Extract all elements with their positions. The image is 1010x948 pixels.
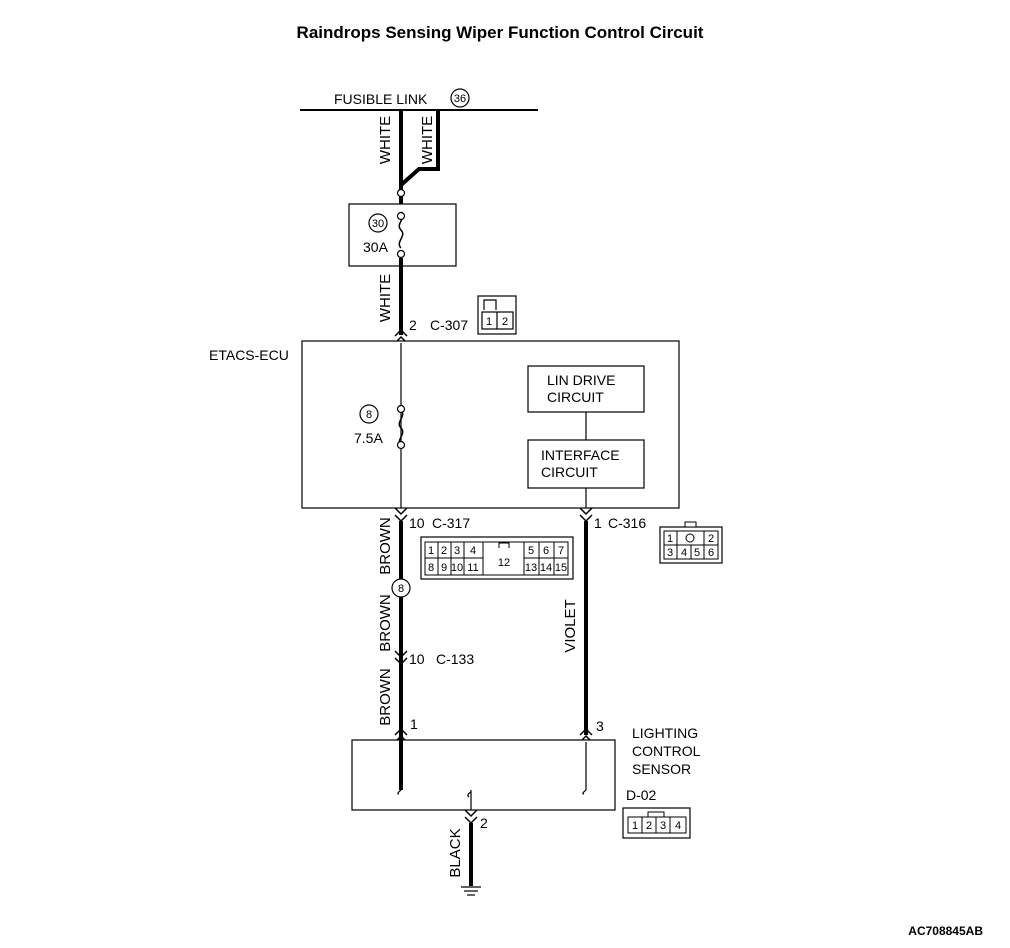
c133-name: C-133 [436,651,474,667]
etacs-ecu-label: ETACS-ECU [209,347,289,363]
wire-label-violet: VIOLET [562,599,579,652]
c317-pin-5: 5 [528,545,534,557]
sensor-label-line1: LIGHTING [632,725,698,741]
white-wires-top: WHITE WHITE [377,110,440,187]
d02-pin-1: 1 [632,820,638,832]
wire-label-black: BLACK [447,828,464,877]
interface-circuit-box [527,439,645,489]
black-ground-wire: 2 BLACK [447,790,488,896]
fusible-link-number-circle [450,88,470,108]
d02-pin-3: 3 [660,820,666,832]
c317-pin-7: 7 [558,545,564,557]
c317-pin-2: 2 [441,545,447,557]
c316-pin-6: 6 [708,547,714,559]
wire-label-white-lower: WHITE [377,274,394,322]
c307-pin: 2 [409,317,417,333]
wire-label-brown-2: BROWN [377,594,394,652]
etacs-ecu: ETACS-ECU 8 7.5A LIN DRIVE CIRCUIT INTER… [209,340,680,509]
fuse-8-rating: 7.5A [354,430,383,446]
c316-pin-1: 1 [667,533,673,545]
white-wire-lower: WHITE 2 C-307 [377,258,468,344]
junction-8-number: 8 [398,583,404,595]
c316-pin: 1 [594,515,602,531]
d02-connector: D-02 1 2 3 4 [622,787,691,839]
fuse-30-number-circle [368,213,388,233]
c316-pin-4: 4 [681,547,687,559]
c317-name: C-317 [432,515,470,531]
c317-pin-9: 9 [441,562,447,574]
lighting-control-sensor: LIGHTING CONTROL SENSOR [351,725,701,811]
c317-connector-icon: 1 2 3 4 5 6 7 8 9 10 11 12 13 14 15 [420,536,574,580]
wire-label-brown-1: BROWN [377,517,394,575]
fusible-link: FUSIBLE LINK 36 [300,88,538,111]
junction-8-circle [391,578,411,598]
lin-drive-line1: LIN DRIVE [547,372,615,388]
c317-pin-4: 4 [470,545,476,557]
c317-pin-10: 10 [451,562,463,574]
interface-line2: CIRCUIT [541,464,598,480]
c317-pin: 10 [409,515,425,531]
fusible-link-number: 36 [454,93,466,105]
c133-pin: 10 [409,651,425,667]
c316-pin-3: 3 [667,547,673,559]
c317-pin-11: 11 [467,562,478,574]
c316-name: C-316 [608,515,646,531]
c317-connection: 10 C-317 [394,507,470,531]
c316-pin-5: 5 [694,547,700,559]
fuse-30: 30 30A [348,185,457,267]
sensor-box [351,739,616,811]
interface-line1: INTERFACE [541,447,620,463]
c317-pin-14: 14 [540,562,552,574]
c317-pin-15: 15 [555,562,567,574]
sensor-pin-1: 1 [410,716,418,732]
fuse-30-number: 30 [372,218,384,230]
lin-drive-circuit-box [527,365,645,413]
c317-pin-3: 3 [454,545,460,557]
wire-label-white-right: WHITE [419,116,436,164]
fusible-link-label: FUSIBLE LINK [334,91,428,107]
c317-pin-12: 12 [498,557,510,569]
violet-wire: VIOLET 3 [562,521,604,743]
d02-pin-2: 2 [646,820,652,832]
diagram-title: Raindrops Sensing Wiper Function Control… [297,23,704,42]
fuse-30-rating: 30A [363,239,389,255]
sensor-label-line3: SENSOR [632,761,691,777]
ground-icon [461,886,481,896]
figure-code: AC708845AB [908,924,983,938]
sensor-label-line2: CONTROL [632,743,701,759]
c316-connection: 1 C-316 [579,507,646,531]
d02-name: D-02 [626,787,657,803]
c307-pin-2: 2 [502,316,508,328]
c307-pin-1: 1 [486,316,492,328]
c316-connector-icon: 1 2 3 4 5 6 [659,521,723,564]
c317-pin-8: 8 [428,562,434,574]
d02-pin-4: 4 [675,820,681,832]
wire-label-white-left: WHITE [377,116,394,164]
fuse-8-number: 8 [366,409,372,421]
lin-drive-line2: CIRCUIT [547,389,604,405]
c307-connector-icon: 1 2 [477,295,517,335]
c316-pin-2: 2 [708,533,714,545]
fuse-8-number-circle [359,404,379,424]
c317-pin-6: 6 [543,545,549,557]
c317-pin-1: 1 [428,545,434,557]
c317-pin-13: 13 [525,562,537,574]
sensor-pin-2: 2 [480,815,488,831]
c307-name: C-307 [430,317,468,333]
sensor-pin-3: 3 [596,718,604,734]
wire-label-brown-3: BROWN [377,668,394,726]
